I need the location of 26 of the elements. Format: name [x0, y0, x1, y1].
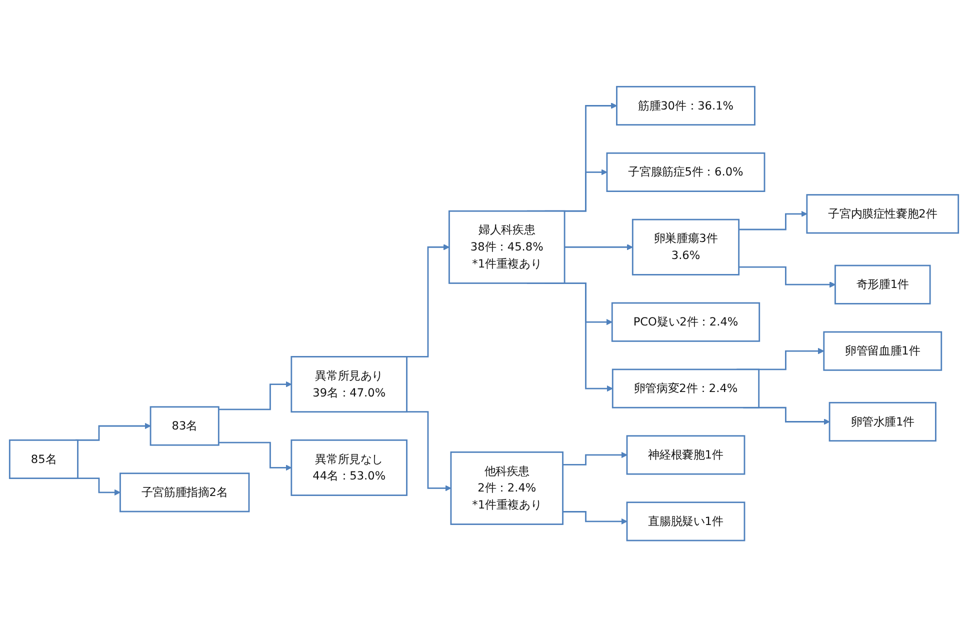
node-box — [616, 86, 756, 126]
node-box — [828, 402, 936, 442]
arrow — [564, 244, 633, 251]
node-box — [606, 152, 766, 192]
node-box — [120, 473, 250, 513]
arrow — [218, 442, 292, 472]
arrow — [562, 452, 628, 466]
node-box — [611, 302, 760, 342]
node-box — [806, 194, 960, 234]
node-box — [150, 406, 220, 446]
node-box — [612, 369, 760, 409]
node-box — [448, 210, 566, 284]
node-box — [8, 440, 78, 480]
arrow — [738, 211, 808, 231]
node-box — [290, 356, 408, 413]
node-box — [834, 265, 931, 305]
arrow — [218, 382, 292, 410]
node-box — [823, 332, 942, 372]
node-box — [626, 502, 746, 542]
flowchart: 85名 83名 異常所見あり 39名：47.0% 異常所見なし 44名：53.0% 子宮筋腫指摘2名 婦人科疾患 38件：45.8% *1件重複あり 他科疾患 2件：2.4% *1件重複あり 筋腫30件：36.1% 子宮腺筋症5件：6.0% 卵巣腫瘍3件 3.6% PCO疑い2件：2.4% 卵管病変2件：2.4% 子宮内膜症性嚢胞2件 奇形腫1件 卵管留血腫1件 卵管水腫1件 神経根嚢胞1件 直腸脱疑い1件 — [4, 81, 964, 547]
node-box — [632, 219, 740, 276]
node-box — [626, 436, 746, 476]
arrow — [562, 511, 628, 525]
arrow — [738, 266, 836, 288]
node-box — [290, 440, 408, 496]
node-box — [450, 452, 564, 526]
